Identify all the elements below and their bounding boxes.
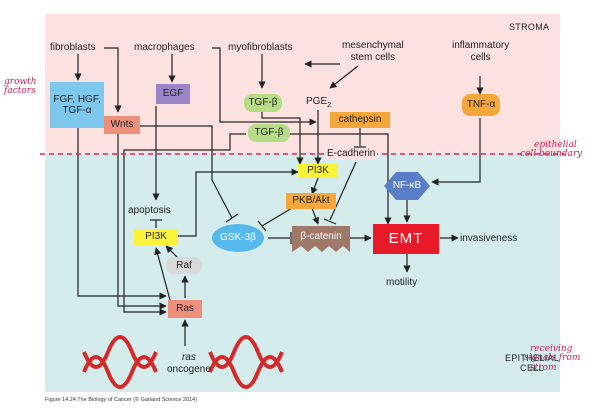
boundary-annotation: epithelial cell boundary (520, 140, 583, 160)
boundary-annotation-line-2: cell boundary (520, 149, 583, 160)
ras-oncogene-label: ras oncogene (167, 352, 211, 375)
figure-caption: Figure 14.24 The Biology of Cancer (© Ga… (45, 397, 197, 403)
receiving-annotation-line-1: receiving (530, 344, 573, 354)
wnts-box: Wnts (104, 116, 140, 134)
pkb-akt-box: PKB/Akt (286, 193, 336, 209)
gsk-ellipse-icon (212, 224, 264, 252)
myofibroblasts-label: myofibroblasts (228, 42, 293, 53)
ras-oncogene-line-2: oncogene (167, 363, 211, 375)
motility-label: motility (386, 277, 418, 288)
growth-factors-line-1: FGF, HGF, (53, 93, 101, 105)
inflammatory-line-2: cells (470, 51, 491, 63)
inflammatory-cells-label: inflammatory cells (452, 40, 509, 63)
growth-factors-line-2: TGF-α (62, 105, 92, 116)
emt-box: EMT (373, 224, 439, 254)
egf-box: EGF (156, 84, 190, 104)
fibroblasts-label: fibroblasts (50, 42, 96, 53)
inflammatory-line-1: inflammatory (452, 40, 510, 51)
mesenchymal-stem-cells-label: mesenchymal stem cells (342, 40, 404, 63)
epithelial-cell-label: EPITHELIAL CELL (505, 353, 559, 374)
epithelial-label-line-1: EPITHELIAL (505, 353, 560, 363)
growth-factors-annotation: growth factors (4, 77, 37, 97)
tgfb-box-1: TGF-β (248, 97, 278, 109)
growth-annotation-line-2: factors (4, 86, 36, 97)
receiving-annotation-line-3: strom (530, 362, 557, 373)
nfkb-hexagon-icon (384, 172, 430, 200)
invasiveness-label: invasiveness (460, 233, 518, 244)
growth-annotation-line-1: growth (4, 77, 37, 87)
dna-helix-right-icon (208, 335, 284, 389)
gsk3b-label: GSK-3β (220, 232, 256, 244)
pi3k-upper-box: PI3K (298, 164, 338, 178)
growth-factors-box: FGF, HGF, TGF-α (50, 82, 104, 128)
receiving-annotation: receiving signals from strom (524, 344, 581, 373)
cathepsin-box: cathepsin (330, 112, 390, 128)
pi3k-left-box: PI3K (134, 229, 178, 245)
dna-helix-left-icon (82, 335, 158, 389)
mesenchymal-line-2: stem cells (350, 51, 396, 63)
tgfb-box-2: TGF-β (254, 127, 284, 139)
beta-catenin-label: β-catenin (300, 231, 342, 243)
e-cadherin-label: E-cadherin (325, 148, 378, 160)
stroma-label: STROMA (509, 22, 550, 32)
pge2-label: PGE2 (306, 96, 331, 110)
tnfa-box: TNF-α (466, 99, 496, 111)
ras-oncogene-line-1: ras (182, 352, 196, 363)
beta-catenin-shape (292, 226, 350, 252)
raf-box: Raf (176, 259, 192, 271)
apoptosis-label: apoptosis (128, 205, 171, 216)
pge2-sub: 2 (327, 102, 332, 109)
macrophages-label: macrophages (134, 42, 195, 53)
mesenchymal-line-1: mesenchymal (342, 40, 404, 51)
ras-box: Ras (168, 300, 202, 318)
boundary-annotation-line-1: epithelial (534, 140, 577, 150)
pge2-main: PGE (306, 96, 328, 107)
epithelial-label-line-2: CELL (520, 363, 544, 374)
receiving-annotation-line-2: signals from (524, 353, 581, 364)
nfkb-label: NF-κB (392, 180, 422, 192)
